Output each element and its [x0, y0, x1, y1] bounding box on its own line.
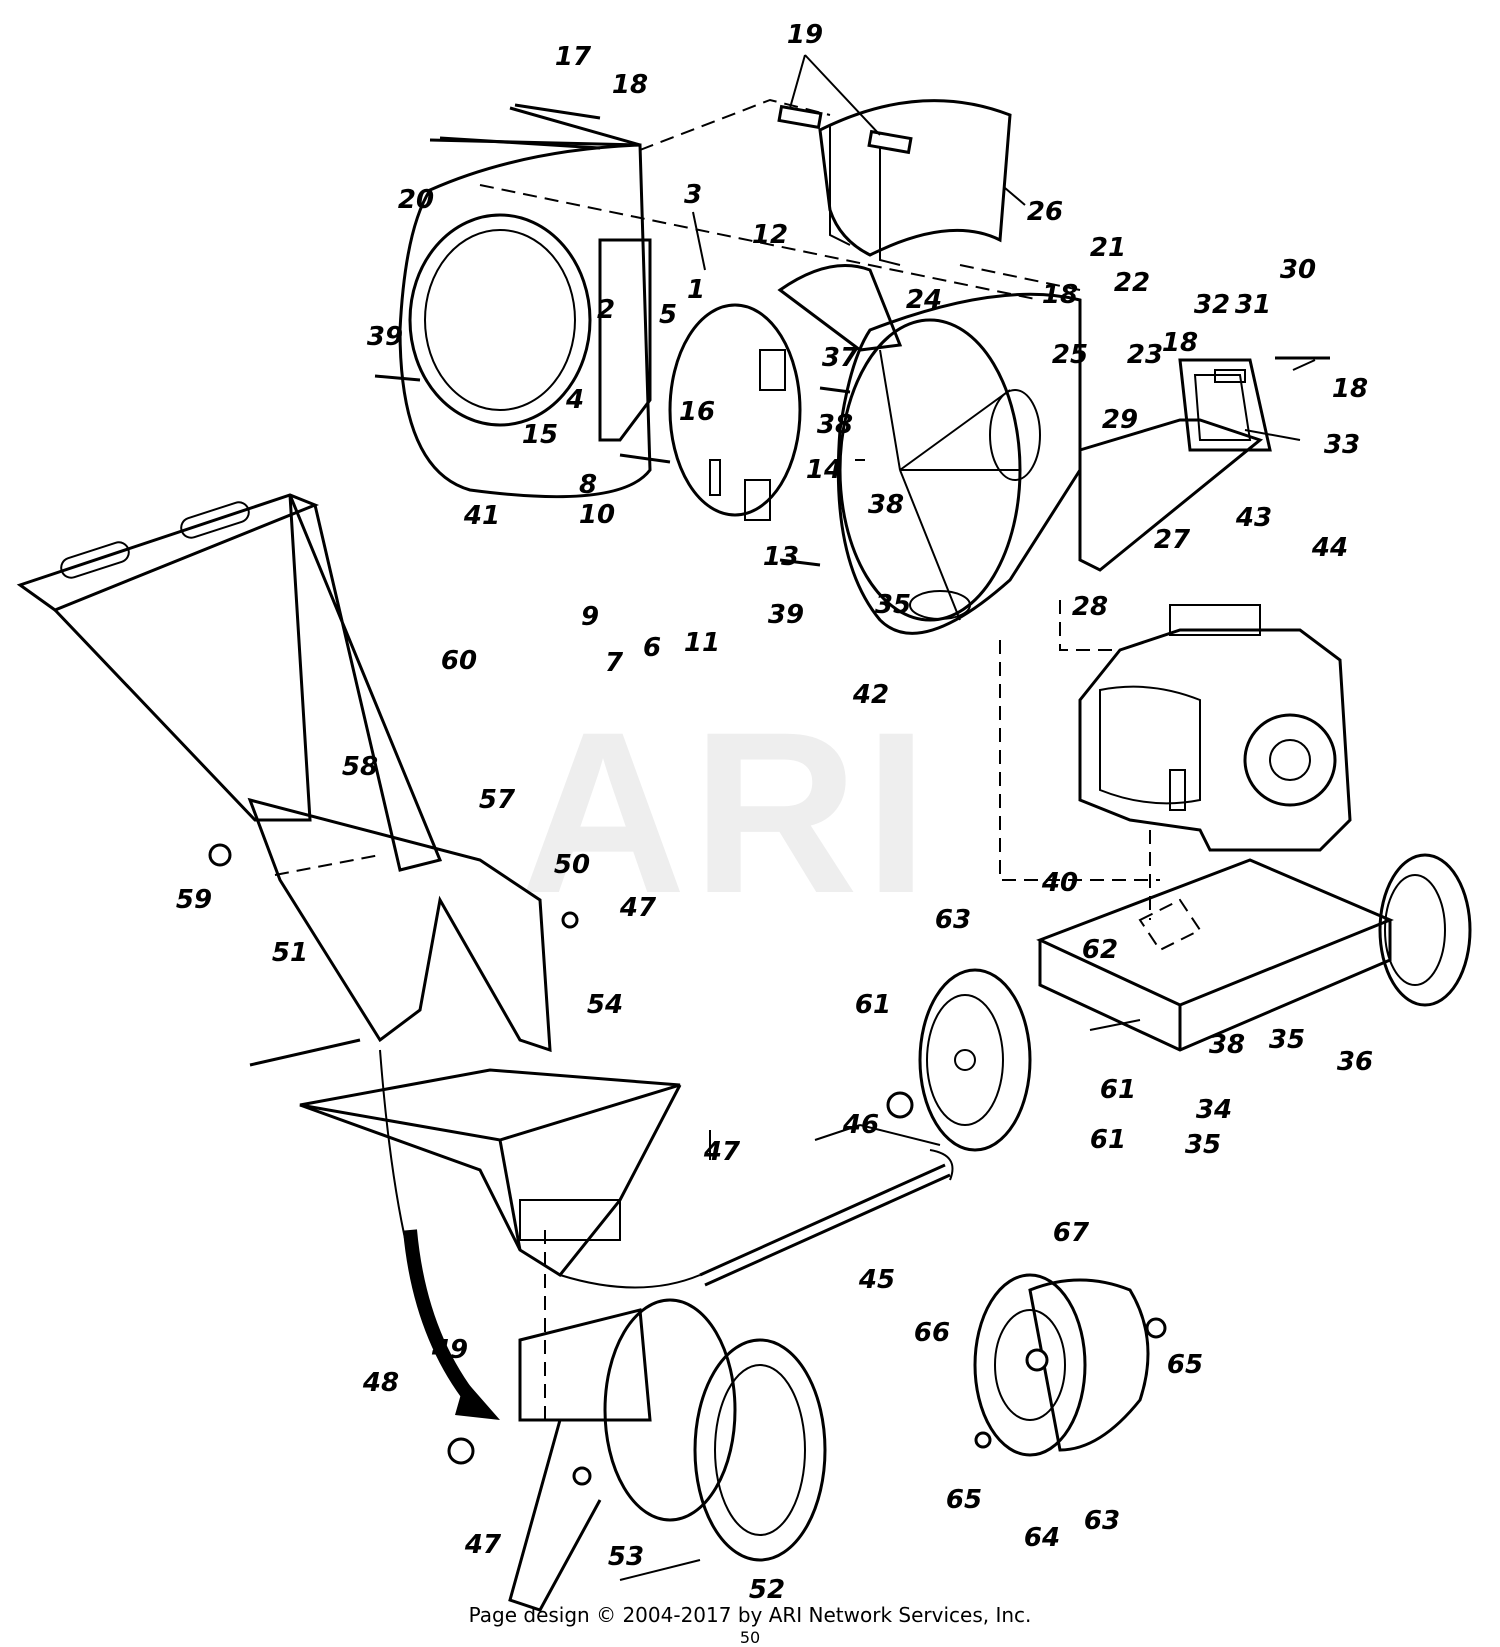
callout-18b: 18 — [1041, 280, 1079, 310]
wheel-detail-drawing — [973, 1273, 1167, 1457]
callout-13: 13 — [762, 542, 800, 572]
leader-lines — [692, 54, 1316, 1160]
callout-54: 54 — [586, 990, 624, 1020]
ari-watermark: ARI — [520, 684, 935, 941]
callout-24: 24 — [905, 285, 943, 315]
callout-56: 58 — [341, 752, 379, 782]
callout-67: 67 — [1052, 1218, 1090, 1248]
callout-2: 2 — [596, 295, 616, 325]
callout-60: 61 — [1099, 1075, 1137, 1105]
callout-17: 17 — [554, 42, 592, 72]
callout-25: 25 — [1051, 340, 1089, 370]
callout-39: 39 — [366, 322, 404, 352]
callout-55: 57 — [478, 785, 516, 815]
callout-57: 59 — [175, 885, 213, 915]
callout-66: 66 — [913, 1318, 951, 1348]
callout-7: 7 — [604, 648, 624, 678]
callout-38c: 38 — [1208, 1030, 1246, 1060]
callout-44: 44 — [1311, 533, 1349, 563]
callout-18c: 18 — [1161, 328, 1199, 358]
callout-65: 65 — [1166, 1350, 1204, 1380]
callout-36: 36 — [1336, 1047, 1374, 1077]
callout-42: 42 — [852, 680, 890, 710]
callout-16: 16 — [678, 397, 716, 427]
engine-drawing — [1078, 604, 1352, 852]
callout-14: 14 — [805, 455, 843, 485]
callout-5: 5 — [658, 300, 678, 330]
callout-35b: 35 — [1268, 1025, 1306, 1055]
callout-37: 37 — [821, 343, 859, 373]
callout-65b: 65 — [945, 1485, 983, 1515]
callout-26: 26 — [1026, 197, 1064, 227]
page-number: 50 — [739, 1628, 761, 1647]
callout-46: 46 — [842, 1110, 880, 1140]
callout-10: 10 — [578, 500, 616, 530]
callout-15: 15 — [521, 420, 559, 450]
callout-18d: 18 — [1331, 374, 1369, 404]
callout-4: 4 — [565, 385, 585, 415]
chipper-disc-drawing — [668, 303, 802, 521]
callout-12: 12 — [751, 220, 789, 250]
callout-38b: 38 — [867, 490, 905, 520]
callout-38: 38 — [816, 410, 854, 440]
callout-43: 43 — [1235, 503, 1273, 533]
callout-30: 30 — [1279, 255, 1317, 285]
callout-52: 52 — [748, 1575, 786, 1605]
rod-drawing — [699, 1149, 954, 1287]
callout-19: 19 — [786, 20, 824, 50]
copyright-footer: Page design © 2004-2017 by ARI Network S… — [468, 1603, 1032, 1627]
front-housing-drawing — [836, 292, 1082, 635]
callout-28: 28 — [1071, 592, 1109, 622]
top-cover-drawing — [777, 99, 1012, 352]
callout-31: 31 — [1234, 290, 1272, 320]
callout-35: 35 — [874, 590, 912, 620]
bolts-drawing — [208, 103, 1330, 1067]
callout-1: 1 — [686, 275, 706, 305]
callout-63b: 63 — [1083, 1506, 1121, 1536]
callout-59: 61 — [854, 990, 892, 1020]
callout-53: 53 — [607, 1542, 645, 1572]
callout-34: 34 — [1195, 1095, 1233, 1125]
callout-41: 41 — [463, 501, 501, 531]
callout-21: 21 — [1089, 233, 1127, 263]
hopper-chute-drawing — [16, 493, 552, 1261]
callout-47: 47 — [619, 893, 657, 923]
callout-3: 3 — [683, 180, 703, 210]
callout-49: 49 — [431, 1335, 469, 1365]
callout-18: 18 — [611, 70, 649, 100]
callout-32: 32 — [1193, 290, 1231, 320]
callout-23: 23 — [1126, 340, 1164, 370]
discharge-chute-drawing — [1078, 358, 1272, 572]
rear-housing-drawing — [398, 106, 652, 499]
assembly-lines — [274, 98, 1160, 1420]
base-plate-drawing — [886, 853, 1472, 1152]
callout-33: 33 — [1323, 430, 1361, 460]
callout-58: 60 — [440, 646, 478, 676]
callout-64: 64 — [1023, 1523, 1061, 1553]
callout-11: 11 — [683, 628, 721, 658]
callout-8: 8 — [578, 470, 598, 500]
callout-29: 29 — [1101, 405, 1139, 435]
callout-22: 22 — [1113, 268, 1151, 298]
callout-48: 47 — [703, 1137, 741, 1167]
callout-61: 61 — [1089, 1125, 1127, 1155]
callout-63: 63 — [934, 905, 972, 935]
callout-62: 62 — [1081, 935, 1119, 965]
callout-40: 40 — [1041, 868, 1079, 898]
callout-50: 50 — [553, 850, 591, 880]
callout-6: 6 — [642, 633, 662, 663]
callout-35c: 35 — [1184, 1130, 1222, 1160]
feed-hopper-drawing — [299, 1068, 701, 1289]
callout-27: 27 — [1153, 525, 1191, 555]
callout-39b: 39 — [767, 600, 805, 630]
callout-20: 20 — [397, 185, 435, 215]
callout-47b: 47 — [464, 1530, 502, 1560]
callout-48b: 48 — [362, 1368, 400, 1398]
callout-9: 9 — [580, 602, 600, 632]
lower-chute-drawing — [447, 1298, 827, 1612]
callout-45: 45 — [858, 1265, 896, 1295]
callout-51: 51 — [271, 938, 309, 968]
